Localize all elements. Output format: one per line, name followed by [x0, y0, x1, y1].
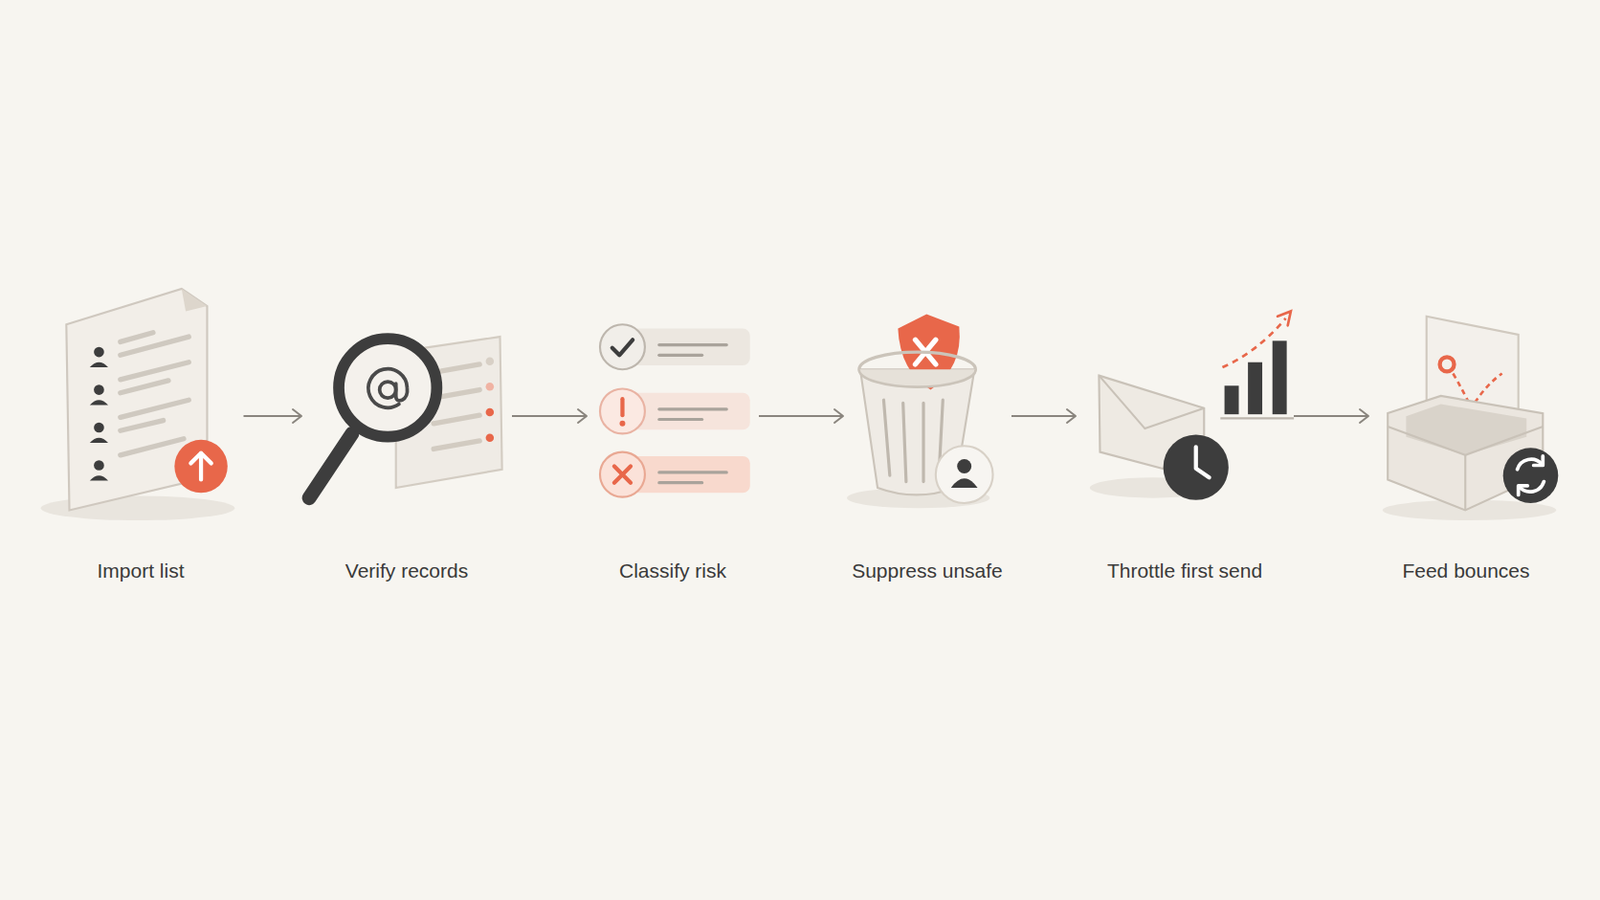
bounce-tray-icon [1382, 316, 1558, 521]
flow-arrow [244, 409, 303, 423]
magnifier-icon [309, 336, 503, 499]
flow-arrow [511, 409, 587, 423]
flow-arrow [1293, 409, 1369, 423]
document-icon [41, 288, 236, 521]
step-label: Classify risk [619, 558, 727, 584]
flow-arrow [758, 409, 844, 423]
step-label: Verify records [345, 558, 468, 584]
process-step: Suppress unsafe [847, 277, 1007, 584]
step-label: Suppress unsafe [851, 558, 1003, 584]
step-label: Throttle first send [1107, 558, 1263, 584]
envelope-clock-icon [1089, 311, 1294, 500]
process-step: Classify risk [591, 277, 755, 584]
risk-list-icon [600, 324, 751, 497]
step-label: Import list [96, 558, 184, 584]
trash-icon [846, 314, 993, 510]
process-step: Throttle first send [1080, 277, 1289, 584]
process-step: Feed bounces [1373, 277, 1559, 584]
step-label: Feed bounces [1401, 558, 1530, 584]
flow-arrow [1011, 409, 1076, 423]
process-step: Import list [43, 277, 240, 584]
process-step: Verify records [306, 277, 508, 584]
